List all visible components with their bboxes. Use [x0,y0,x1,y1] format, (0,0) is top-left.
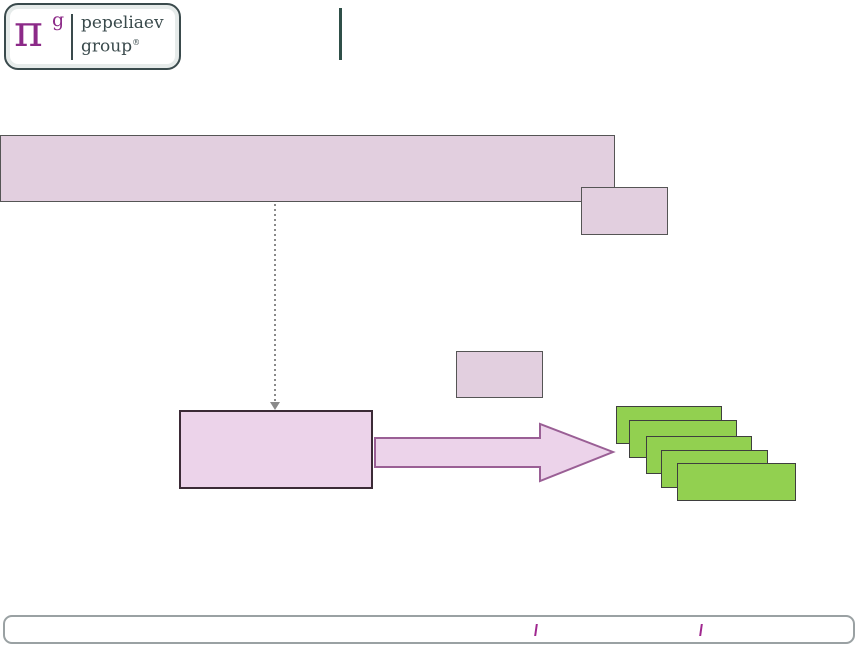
side-box-middle [456,351,543,398]
company-logo [4,3,181,70]
side-box-top [581,187,668,235]
logo-pi-symbol: π [14,6,43,57]
logo-wordmark-text: pepeliaev group [81,13,164,57]
footer-bar [3,615,855,644]
logo-wordmark: pepeliaev group® [81,14,164,57]
output-card [677,463,796,501]
flow-arrow [374,422,616,483]
top-banner-box [0,135,615,202]
logo-superscript: g [52,9,65,31]
process-box [179,410,373,489]
logo-registered-mark: ® [132,38,141,47]
logo-divider [71,14,73,60]
header-accent-bar [339,8,342,60]
dotted-connector-arrowhead [270,402,280,410]
